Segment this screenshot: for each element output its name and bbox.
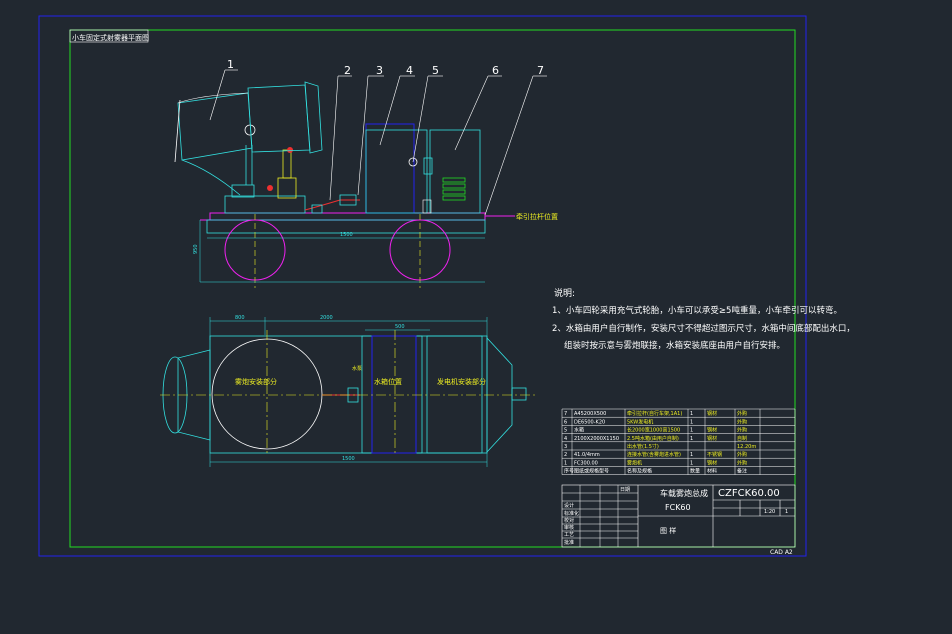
water-tank-side bbox=[365, 123, 415, 214]
bom-header-note: 备注 bbox=[737, 468, 747, 475]
bom-cell-name: 出水管(1.5寸) bbox=[627, 443, 659, 450]
bom-cell-no: 4 bbox=[564, 436, 567, 442]
callout-3: 3 bbox=[376, 64, 383, 77]
callout-2: 2 bbox=[344, 64, 351, 77]
top-dim-small: 500 bbox=[395, 324, 405, 330]
top-length-dim: 1500 bbox=[342, 456, 355, 462]
bom-cell-qty: 1 bbox=[690, 411, 693, 417]
bom-cell-no: 3 bbox=[564, 444, 567, 450]
callout-6: 6 bbox=[492, 64, 499, 77]
callout-5: 5 bbox=[432, 64, 439, 77]
tank-area-label: 水箱位置 bbox=[374, 377, 402, 386]
cart-deck bbox=[209, 212, 486, 221]
inner-frame bbox=[69, 29, 796, 548]
callout-1: 1 bbox=[227, 58, 234, 71]
cart-chassis bbox=[206, 219, 486, 234]
bom-cell-code: 41.0/4mm bbox=[574, 452, 600, 458]
format-label: CAD A2 bbox=[770, 549, 793, 556]
title-block: 设计 标准化 校对 审核 工艺 批准 日期 车载雾炮总成 FCK60 CZFCK… bbox=[561, 484, 796, 548]
bom-cell-note: 自制 bbox=[737, 435, 747, 442]
company-label: 图 样 bbox=[660, 526, 676, 535]
label-date: 日期 bbox=[620, 487, 630, 493]
drawing-model: FCK60 bbox=[665, 503, 691, 512]
generator-top bbox=[426, 335, 483, 454]
callout-4: 4 bbox=[406, 64, 413, 77]
bom-cell-code: 2100X2000X1150 bbox=[574, 436, 619, 442]
bom-cell-no: 2 bbox=[564, 452, 567, 458]
bom-header-mat: 材料 bbox=[707, 468, 717, 475]
bom-cell-name: 长2000宽1000高1500 bbox=[627, 427, 680, 434]
bom-cell-note: 外购 bbox=[737, 451, 747, 458]
bom-cell-note: 外购 bbox=[737, 427, 747, 434]
corner-label-box bbox=[69, 29, 149, 43]
bom-header-code: 图纸或规格型号 bbox=[574, 468, 609, 475]
mist-cannon bbox=[174, 81, 323, 196]
bom-cell-code: 水箱 bbox=[574, 427, 584, 434]
bom-cell-no: 1 bbox=[564, 460, 567, 466]
label-design: 设计 bbox=[564, 502, 574, 509]
notes-line-2: 2、水箱由用户自行制作，安装尺寸不得超过图示尺寸，水箱中间底部配出水口， bbox=[552, 323, 855, 334]
top-view: 800 2000 500 雾炮安装部分 水泵 水箱位置 发电机安装部分 bbox=[160, 315, 535, 467]
bom-cell-name: 牵引拉杆(自行车架,1A1) bbox=[627, 410, 682, 417]
notes: 说明: 1、小车四轮采用充气式轮胎，小车可以承受≥5吨重量，小车牵引可以转弯。 … bbox=[552, 287, 855, 351]
sprayer-area-label: 雾炮安装部分 bbox=[235, 377, 277, 386]
side-view: 牵引拉杆位置 1500 950 bbox=[174, 81, 558, 288]
bom-cell-note: 外购 bbox=[737, 418, 747, 425]
bom-header-qty: 数量 bbox=[690, 468, 700, 475]
callout-7: 7 bbox=[537, 64, 544, 77]
bom-cell-name: 雾炮机 bbox=[627, 459, 642, 466]
bom-cell-name: 2.5吨水箱(由用户自制) bbox=[627, 435, 679, 442]
bom-cell-qty: 1 bbox=[690, 436, 693, 442]
corner-label: 小车固定式射雾器平面图 bbox=[72, 33, 149, 42]
bom-cell-code: DE6500-K20 bbox=[574, 419, 605, 425]
callouts: 1 2 3 4 5 6 7 bbox=[209, 58, 547, 216]
bom-cell-note: 12.20m bbox=[737, 444, 756, 450]
top-dim-left: 800 bbox=[235, 315, 245, 321]
bom-cell-mat: 钢材 bbox=[707, 410, 717, 417]
label-review: 审核 bbox=[564, 524, 574, 531]
pump-label: 水泵 bbox=[352, 365, 362, 372]
bom-cell-mat: 钢材 bbox=[707, 435, 717, 442]
bom-cell-code: A45200X500 bbox=[574, 411, 606, 417]
generator-area-label: 发电机安装部分 bbox=[437, 377, 486, 386]
bom-header-no: 序号 bbox=[564, 468, 574, 475]
notes-title: 说明: bbox=[554, 287, 575, 299]
generator-side bbox=[429, 129, 481, 214]
bom-cell-name: 5KW发电机 bbox=[627, 418, 653, 425]
bom-cell-name: 连接水管(含雾炮进水管) bbox=[627, 451, 681, 458]
bom-cell-qty: 1 bbox=[690, 452, 693, 458]
drawing-title: 车载雾炮总成 bbox=[660, 488, 708, 498]
side-length-dim: 1500 bbox=[340, 232, 353, 238]
label-approve: 批准 bbox=[564, 539, 574, 546]
bom-cell-no: 6 bbox=[564, 419, 567, 425]
bom-cell-qty: 1 bbox=[690, 460, 693, 466]
label-check: 校对 bbox=[564, 517, 574, 524]
drawing-scale: 1:20 bbox=[764, 509, 775, 515]
side-height-dim: 950 bbox=[193, 244, 199, 254]
bom-header-name: 名称及规格 bbox=[627, 468, 652, 475]
drawing-number: CZFCK60.00 bbox=[718, 488, 780, 499]
top-dim-mid: 2000 bbox=[320, 315, 333, 321]
bom-cell-no: 7 bbox=[564, 411, 567, 417]
label-process: 工艺 bbox=[564, 532, 574, 538]
bom-cell-mat: 钢材 bbox=[707, 459, 717, 466]
notes-line-1: 1、小车四轮采用充气式轮胎，小车可以承受≥5吨重量，小车牵引可以转弯。 bbox=[552, 305, 842, 316]
bom-cell-qty: 1 bbox=[690, 419, 693, 425]
tow-bar-label: 牵引拉杆位置 bbox=[516, 212, 558, 221]
bom-cell-note: 外购 bbox=[737, 459, 747, 466]
bom-cell-mat: 不锈钢 bbox=[707, 451, 722, 458]
notes-line-3: 组装时按示意与雾炮联接，水箱安装底座由用户自行安排。 bbox=[564, 340, 785, 351]
drawing-sheet: 1 bbox=[785, 509, 788, 515]
outer-frame bbox=[38, 15, 807, 557]
bom-cell-note: 外购 bbox=[737, 410, 747, 417]
bom-cell-no: 5 bbox=[564, 428, 567, 434]
bom-cell-qty: 1 bbox=[690, 428, 693, 434]
label-std: 标准化 bbox=[564, 510, 579, 517]
bom-cell-code: FC300.00 bbox=[574, 460, 598, 466]
water-tank-top bbox=[361, 335, 423, 454]
bom-cell-mat: 钢材 bbox=[707, 427, 717, 434]
sprayer-base bbox=[224, 195, 306, 214]
